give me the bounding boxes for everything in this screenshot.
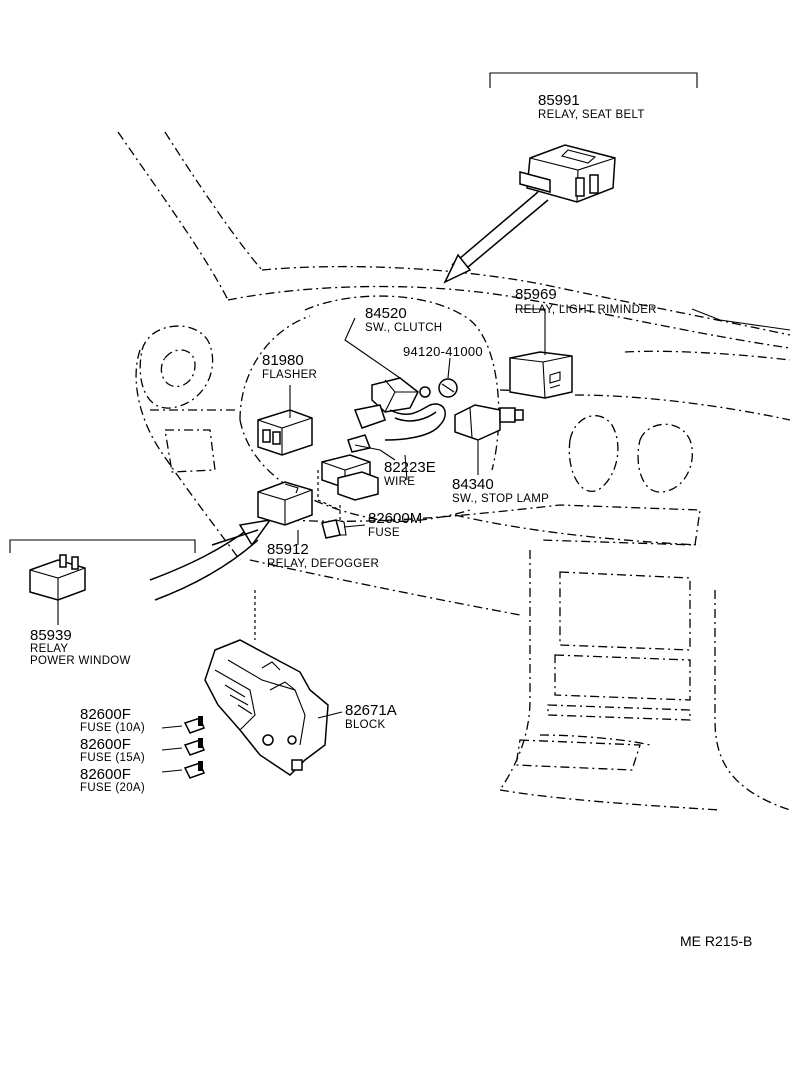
part-number: 85969	[515, 286, 557, 303]
fuse-20a-drawing	[183, 761, 205, 779]
stop-lamp-switch-drawing	[454, 404, 524, 441]
part-number: 82600M	[368, 510, 422, 527]
part-number: 82600F	[80, 736, 131, 753]
part-description: RELAY, DEFOGGER	[267, 558, 379, 570]
part-description: SW., CLUTCH	[365, 322, 442, 334]
part-number: 85939	[30, 627, 72, 644]
part-label-fuse-10a: 82600F FUSE (10A)	[80, 706, 145, 734]
part-number: 82600F	[80, 766, 131, 783]
part-number: 82671A	[345, 702, 397, 719]
part-number: 85912	[267, 541, 309, 558]
light-reminder-relay-drawing	[509, 351, 573, 399]
part-number: 94120-41000	[403, 344, 483, 359]
part-description: RELAY, SEAT BELT	[538, 109, 645, 121]
arrow-seat-belt	[443, 191, 549, 284]
part-number: 84340	[452, 476, 494, 493]
part-label-light-reminder-relay: 85969 RELAY, LIGHT RIMINDER	[515, 286, 657, 316]
bulb-drawing	[438, 378, 458, 398]
part-label-bulb: 94120-41000	[403, 344, 483, 359]
fuse-10a-drawing	[183, 716, 205, 734]
power-window-relay-drawing	[29, 554, 86, 601]
part-label-clutch-switch: 84520 SW., CLUTCH	[365, 305, 442, 334]
wire-connector-drawing	[317, 444, 396, 511]
part-label-wire: 82223E WIRE	[384, 459, 436, 488]
seat-belt-relay-drawing	[519, 144, 616, 203]
part-label-seat-belt-relay: 85991 RELAY, SEAT BELT	[538, 92, 645, 121]
block-drawing	[204, 639, 329, 776]
part-number: 85991	[538, 92, 580, 109]
part-description: SW., STOP LAMP	[452, 493, 549, 505]
part-number: 82600F	[80, 706, 131, 723]
part-description: RELAY, LIGHT RIMINDER	[515, 304, 657, 316]
part-label-fuse-m: 82600M FUSE	[368, 510, 422, 539]
fuse-m-drawing	[321, 505, 366, 539]
dashboard-outline	[117, 131, 791, 811]
seat-belt-bracket	[489, 72, 698, 88]
part-description: FLASHER	[262, 369, 317, 381]
clutch-switch-drawing	[347, 377, 446, 453]
part-label-defogger-relay: 85912 RELAY, DEFOGGER	[267, 541, 379, 570]
fuse-15a-drawing	[183, 738, 205, 756]
arrow-defogger	[149, 518, 272, 601]
defogger-relay-drawing	[257, 481, 313, 526]
leader-lines	[57, 308, 791, 773]
part-description: FUSE	[368, 527, 400, 539]
part-label-block: 82671A BLOCK	[345, 702, 397, 731]
part-description: POWER WINDOW	[30, 655, 131, 667]
part-label-fuse-15a: 82600F FUSE (15A)	[80, 736, 145, 764]
part-description: BLOCK	[345, 719, 386, 731]
flasher-drawing	[257, 409, 313, 456]
part-description: FUSE (15A)	[80, 752, 145, 764]
part-number: 82223E	[384, 459, 436, 476]
reference-code: ME R215-B	[680, 933, 752, 949]
part-number: 81980	[262, 352, 304, 369]
part-description: RELAY	[30, 643, 68, 655]
part-description: FUSE (10A)	[80, 722, 145, 734]
power-window-bracket	[9, 539, 196, 553]
part-label-fuse-20a: 82600F FUSE (20A)	[80, 766, 145, 794]
part-number: 84520	[365, 305, 407, 322]
arrow-power-window	[211, 529, 259, 546]
part-label-power-window-relay: 85939 RELAY POWER WINDOW	[30, 627, 131, 667]
part-description: FUSE (20A)	[80, 782, 145, 794]
part-description: WIRE	[384, 476, 415, 488]
part-label-stop-lamp-switch: 84340 SW., STOP LAMP	[452, 476, 549, 505]
part-label-flasher: 81980 FLASHER	[262, 352, 317, 381]
